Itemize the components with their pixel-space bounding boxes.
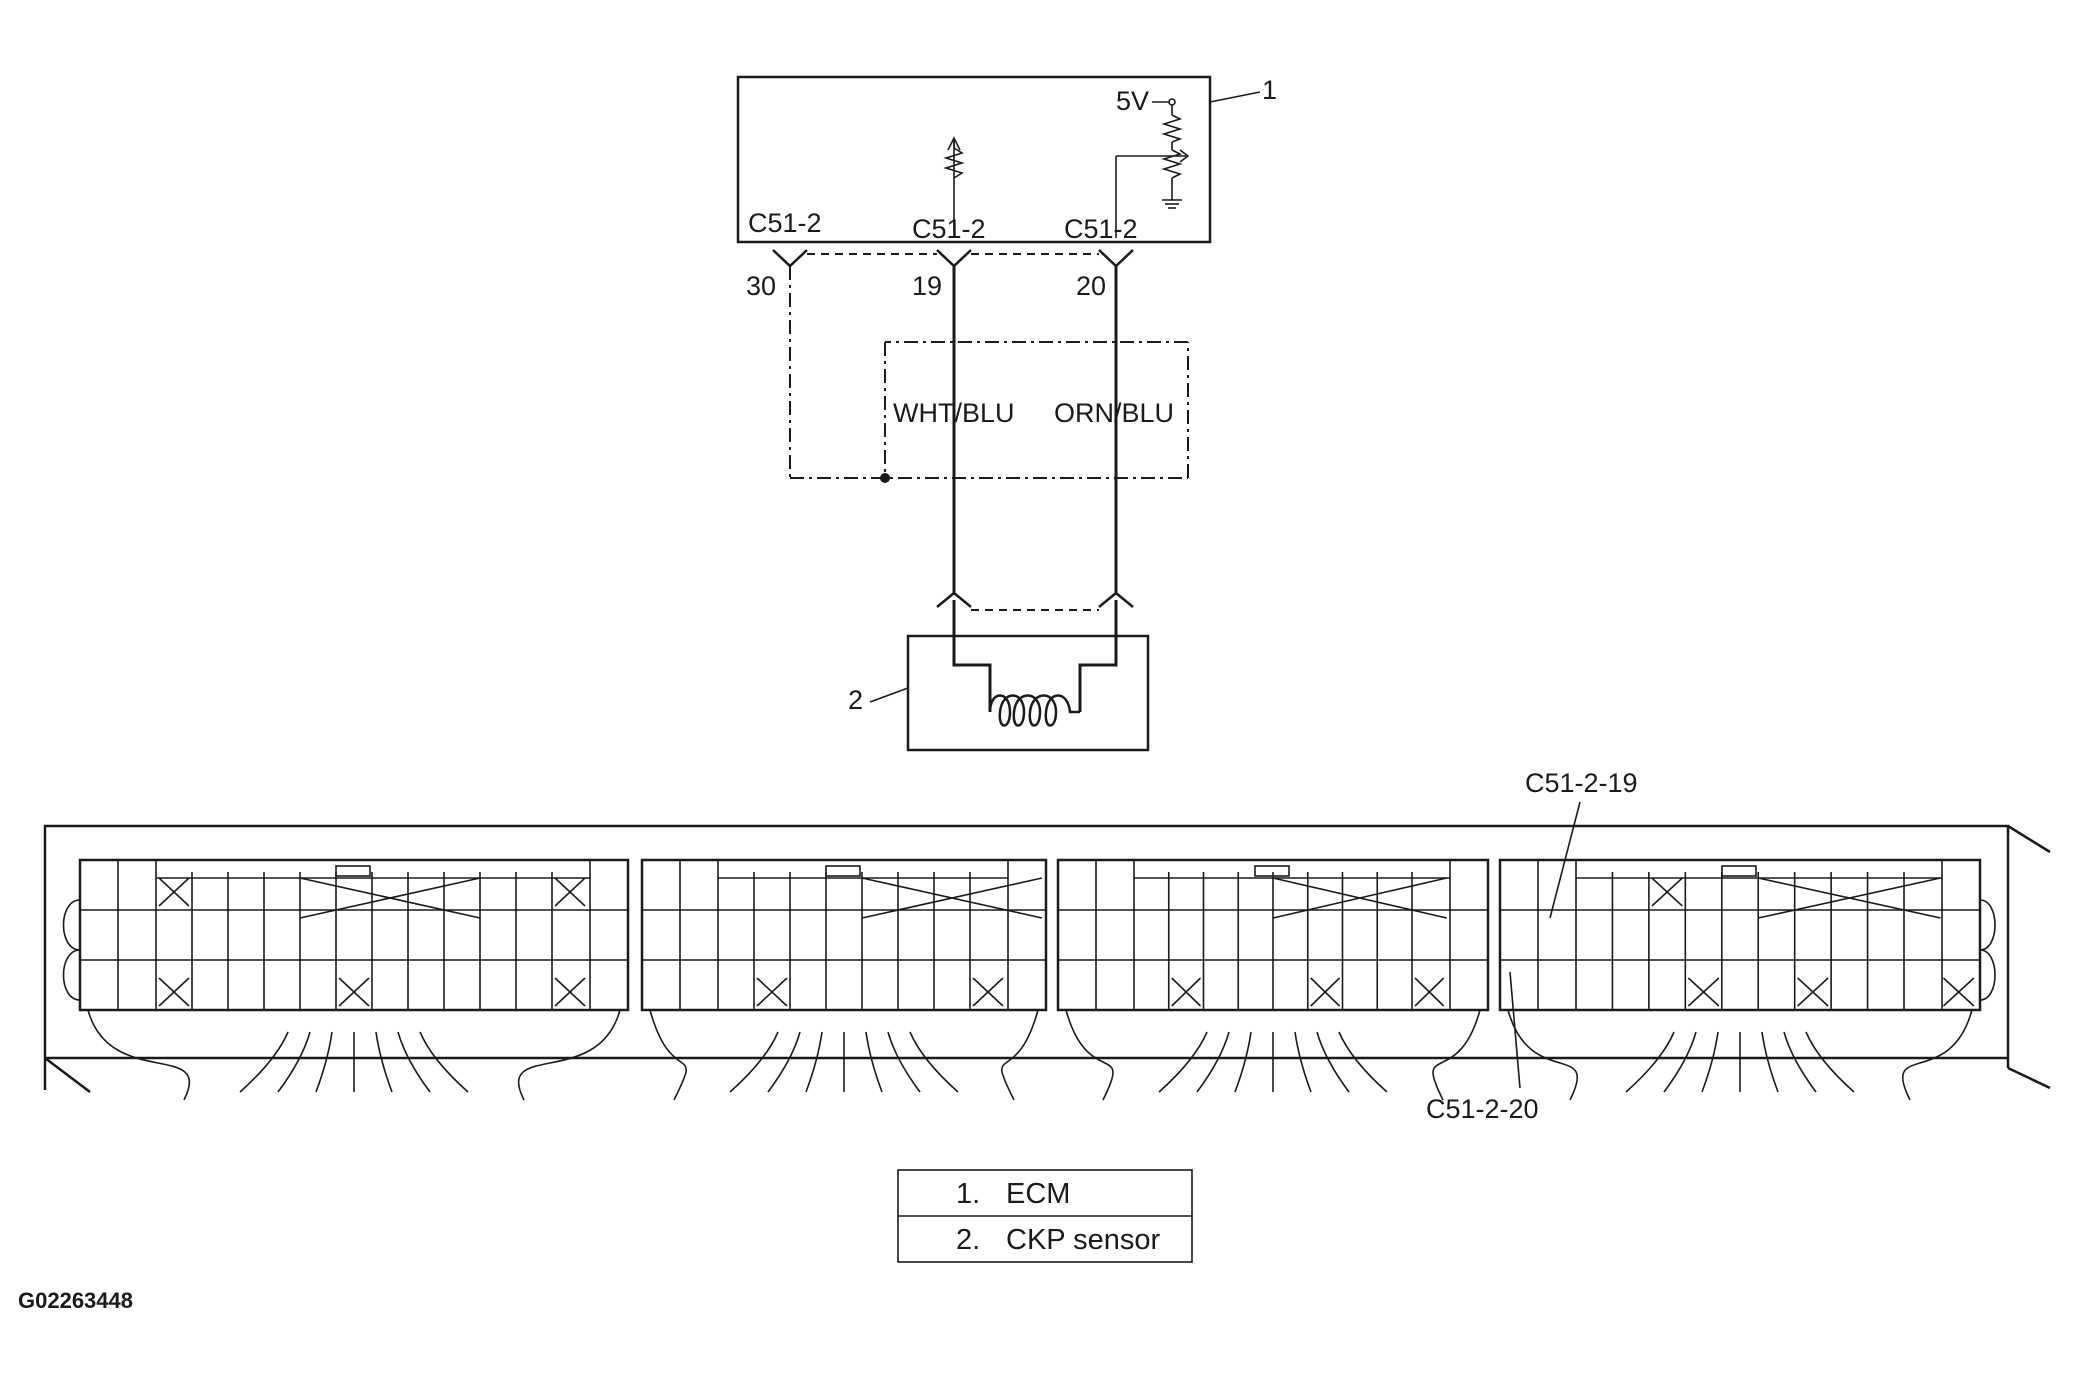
sensor-ref-number: 2 — [848, 685, 863, 715]
legend-num-1: 1. — [956, 1178, 980, 1210]
ecm-pin-chevrons — [772, 249, 1134, 268]
legend-num-2: 2. — [956, 1224, 980, 1256]
coil-icon — [952, 600, 1118, 727]
sensor-box — [906, 634, 1150, 752]
connector-block — [1498, 858, 1982, 1012]
wire-color-left: WHT/BLU — [893, 398, 1015, 428]
ckp-sensor: 2 — [848, 600, 1150, 752]
sensor-pin-chevrons — [936, 591, 1134, 611]
legend-label-1: ECM — [1006, 1178, 1070, 1210]
shield-wire — [789, 266, 1189, 483]
pin-number-20: 20 — [1076, 271, 1106, 301]
potentiometer-icon — [1115, 98, 1190, 238]
connector-label-20: C51-2 — [1064, 214, 1138, 244]
pin-callout-top: C51-2-19 — [1525, 768, 1638, 798]
connector-blocks — [62, 858, 1996, 1101]
legend-label-2: CKP sensor — [1006, 1224, 1161, 1256]
connector-label-19: C51-2 — [912, 214, 986, 244]
pin-number-30: 30 — [746, 271, 776, 301]
pin-callout-bottom: C51-2-20 — [1426, 1094, 1539, 1124]
ecm-ref-number: 1 — [1262, 75, 1277, 105]
ecm-box — [736, 75, 1212, 244]
figure-code: G02263448 — [18, 1288, 133, 1313]
ecm-connector-housing — [43, 824, 2051, 1093]
ecm-voltage-label: 5V — [1116, 86, 1149, 116]
wire-color-right: ORN/BLU — [1054, 398, 1174, 428]
connector-label-30: C51-2 — [748, 208, 822, 238]
connector-block — [640, 858, 1048, 1012]
connector-block — [78, 858, 630, 1012]
signal-wires — [952, 266, 1118, 595]
pullup-resistor-icon — [943, 136, 965, 238]
pin-number-19: 19 — [912, 271, 942, 301]
ecm-module: 1 5V C51-2 C51-2 C51 — [736, 75, 1277, 244]
legend-table: 1. ECM 2. CKP sensor — [897, 1169, 1193, 1263]
